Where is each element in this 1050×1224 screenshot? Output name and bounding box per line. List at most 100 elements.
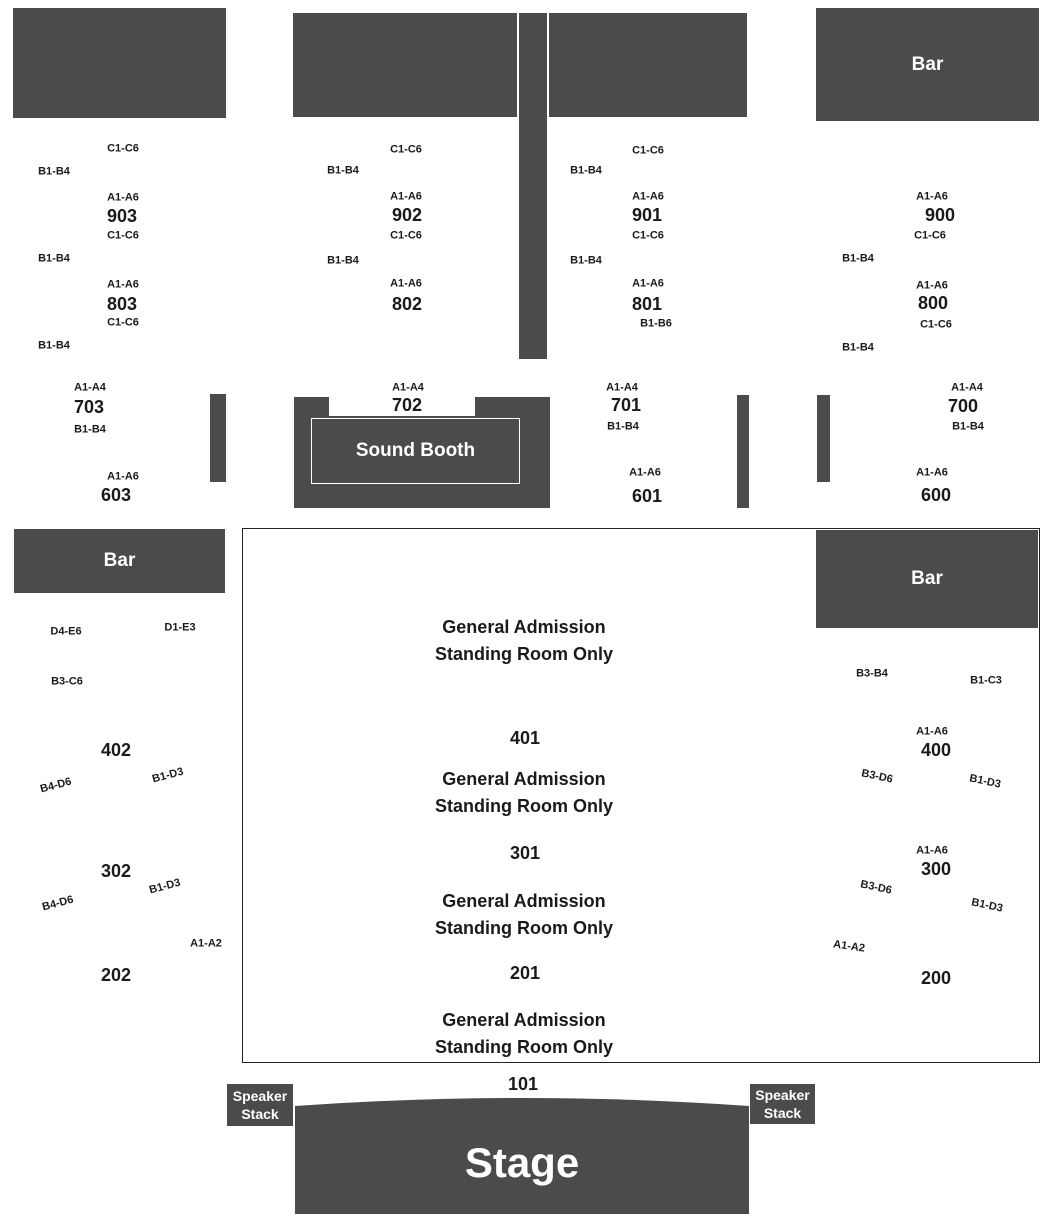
section-400[interactable]: 400 bbox=[920, 740, 952, 760]
section-700[interactable]: 700 bbox=[947, 396, 979, 416]
section-702[interactable]: 702 bbox=[391, 395, 423, 415]
general-admission-floor bbox=[242, 528, 1040, 1063]
section-301[interactable]: 301 bbox=[509, 843, 541, 863]
row-label: B3-C6 bbox=[51, 675, 83, 688]
section-601[interactable]: 601 bbox=[631, 486, 663, 506]
row-label: A1-A6 bbox=[107, 278, 139, 291]
top-center-left-block bbox=[293, 13, 517, 117]
ga-line1: General Admission bbox=[442, 617, 606, 637]
row-label: C1-C6 bbox=[390, 229, 422, 242]
section-902[interactable]: 902 bbox=[391, 205, 423, 225]
section-703[interactable]: 703 bbox=[73, 397, 105, 417]
ga-line2: Standing Room Only bbox=[435, 644, 613, 664]
row-label: A1-A4 bbox=[606, 381, 638, 394]
pillar-left bbox=[210, 394, 226, 482]
row-label: D4-E6 bbox=[50, 625, 82, 638]
section-800[interactable]: 800 bbox=[917, 293, 949, 313]
row-label: A1-A4 bbox=[392, 381, 424, 394]
section-600[interactable]: 600 bbox=[920, 485, 952, 505]
row-label: B1-B4 bbox=[38, 165, 70, 178]
section-201[interactable]: 201 bbox=[509, 963, 541, 983]
row-label: B4-D6 bbox=[38, 775, 73, 796]
row-label: A1-A2 bbox=[190, 937, 222, 950]
row-label: C1-C6 bbox=[632, 229, 664, 242]
section-200[interactable]: 200 bbox=[920, 968, 952, 988]
section-701[interactable]: 701 bbox=[610, 395, 642, 415]
section-900[interactable]: 900 bbox=[924, 205, 956, 225]
row-label: D1-E3 bbox=[164, 621, 196, 634]
section-802[interactable]: 802 bbox=[391, 294, 423, 314]
row-label: B1-B4 bbox=[842, 252, 874, 265]
row-label: A1-A6 bbox=[916, 466, 948, 479]
ga-line2: Standing Room Only bbox=[435, 1037, 613, 1057]
row-label: C1-C6 bbox=[920, 318, 952, 331]
top-left-block bbox=[13, 8, 226, 118]
section-402[interactable]: 402 bbox=[100, 740, 132, 760]
row-label: B1-B4 bbox=[570, 164, 602, 177]
row-label: B1-C3 bbox=[970, 674, 1002, 687]
sound-booth-label: Sound Booth bbox=[355, 440, 476, 461]
row-label: B4-D6 bbox=[40, 893, 75, 914]
pillar-right bbox=[817, 395, 830, 482]
section-901[interactable]: 901 bbox=[631, 205, 663, 225]
row-label: A1-A4 bbox=[951, 381, 983, 394]
row-label: C1-C6 bbox=[632, 144, 664, 157]
speaker-stack-line2: Stack bbox=[241, 1106, 279, 1122]
section-803[interactable]: 803 bbox=[106, 294, 138, 314]
row-label: B1-B4 bbox=[952, 420, 984, 433]
speaker-stack-line2: Stack bbox=[763, 1105, 802, 1121]
row-label: A1-A6 bbox=[390, 190, 422, 203]
ga-line1: General Admission bbox=[442, 1010, 606, 1030]
center-aisle-column bbox=[519, 13, 547, 359]
row-label: B3-B4 bbox=[856, 667, 888, 680]
ga-line2: Standing Room Only bbox=[435, 796, 613, 816]
row-label: B1-B6 bbox=[640, 317, 672, 330]
bar-label: Bar bbox=[911, 568, 943, 589]
row-label: A1-A6 bbox=[390, 277, 422, 290]
row-label: B1-B4 bbox=[38, 252, 70, 265]
section-801[interactable]: 801 bbox=[631, 294, 663, 314]
row-label: B1-D3 bbox=[150, 765, 185, 786]
section-101[interactable]: 101 bbox=[507, 1074, 539, 1094]
row-label: A1-A6 bbox=[916, 844, 948, 857]
speaker-stack-line1: Speaker bbox=[755, 1087, 810, 1103]
row-label: A1-A6 bbox=[629, 466, 661, 479]
section-401[interactable]: 401 bbox=[509, 728, 541, 748]
ga-label-201: General Admission Standing Room Only bbox=[435, 888, 613, 942]
stage-shape bbox=[295, 1098, 749, 1214]
row-label: B1-B4 bbox=[570, 254, 602, 267]
speaker-stack-left: Speaker Stack bbox=[227, 1084, 293, 1126]
row-label: C1-C6 bbox=[390, 143, 422, 156]
bar-left: Bar bbox=[14, 529, 225, 593]
bar-right: Bar bbox=[816, 530, 1038, 628]
bar-label: Bar bbox=[911, 53, 944, 75]
row-label: A1-A6 bbox=[107, 191, 139, 204]
row-label: C1-C6 bbox=[107, 142, 139, 155]
row-label: A1-A6 bbox=[107, 470, 139, 483]
speaker-stack-right: Speaker Stack bbox=[750, 1084, 815, 1124]
section-302[interactable]: 302 bbox=[100, 861, 132, 881]
stage: Stage bbox=[295, 1110, 749, 1216]
section-300[interactable]: 300 bbox=[920, 859, 952, 879]
ga-line2: Standing Room Only bbox=[435, 918, 613, 938]
row-label: A1-A6 bbox=[632, 277, 664, 290]
row-label: B1-B4 bbox=[74, 423, 106, 436]
top-center-right-block bbox=[549, 13, 747, 117]
row-label: A1-A6 bbox=[632, 190, 664, 203]
bar-top-right: Bar bbox=[816, 8, 1039, 121]
section-603[interactable]: 603 bbox=[100, 485, 132, 505]
row-label: C1-C6 bbox=[107, 316, 139, 329]
ga-line1: General Admission bbox=[442, 891, 606, 911]
speaker-stack-line1: Speaker bbox=[232, 1088, 288, 1104]
ga-label-101: General Admission Standing Room Only bbox=[435, 1007, 613, 1061]
ga-label-301: General Admission Standing Room Only bbox=[435, 766, 613, 820]
row-label: B1-B4 bbox=[842, 341, 874, 354]
row-label: C1-C6 bbox=[107, 229, 139, 242]
row-label: A1-A4 bbox=[74, 381, 106, 394]
section-202[interactable]: 202 bbox=[100, 965, 132, 985]
row-label: B1-B4 bbox=[38, 339, 70, 352]
row-label: A1-A6 bbox=[916, 190, 948, 203]
row-label: B1-B4 bbox=[607, 420, 639, 433]
section-903[interactable]: 903 bbox=[106, 206, 138, 226]
